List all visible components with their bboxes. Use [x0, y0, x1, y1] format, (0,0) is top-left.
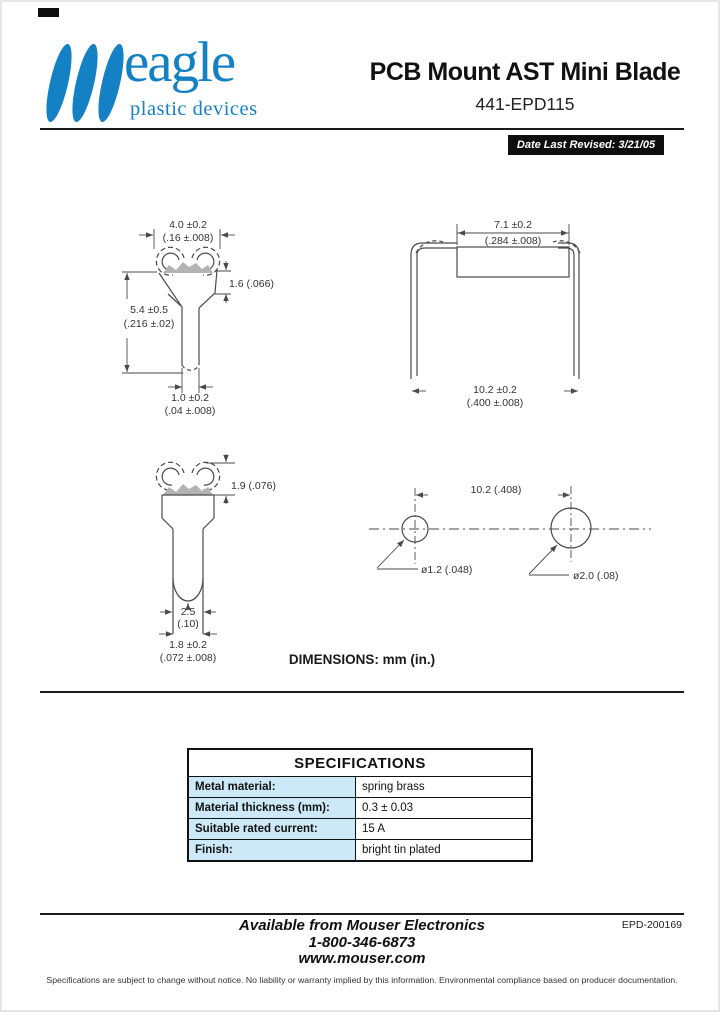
dim-mounted-width-mm: 7.1 ±0.2 — [494, 219, 532, 231]
footer-disclaimer: Specifications are subject to change wit… — [46, 975, 678, 985]
table-row: Finish: bright tin plated — [187, 839, 533, 862]
spec-label: Material thickness (mm): — [187, 797, 356, 819]
dim-mounted-span-in: (.400 ±.008) — [467, 397, 524, 409]
dim-mounted-width-in: (.284 ±.008) — [485, 235, 542, 247]
drawing-front-view: 4.0 ±0.2 (.16 ±.008) 1.6 (.066) 5.4 ±0.5… — [122, 219, 274, 417]
table-row: Metal material: spring brass — [187, 776, 533, 798]
technical-drawings: 4.0 ±0.2 (.16 ±.008) 1.6 (.066) 5.4 ±0.5… — [122, 219, 651, 664]
spec-value: 15 A — [355, 818, 533, 840]
footer-divider — [40, 913, 684, 915]
dim-side-notch-in: (.10) — [177, 618, 199, 630]
eagle-logo-stripes-icon — [46, 43, 124, 123]
dim-mounted-span-mm: 10.2 ±0.2 — [473, 384, 517, 396]
dim-hole-large: ø2.0 (.08) — [573, 570, 619, 582]
spec-label: Metal material: — [187, 776, 356, 798]
dimensions-note: DIMENSIONS: mm (in.) — [288, 652, 436, 667]
spec-value: bright tin plated — [355, 839, 533, 862]
dim-front-width-top-mm: 4.0 ±0.2 — [169, 219, 207, 231]
document-number: EPD-200169 — [621, 919, 682, 931]
brand-tagline: plastic devices — [130, 98, 258, 120]
table-row: Suitable rated current: 15 A — [187, 818, 533, 840]
drawing-hole-pattern: 10.2 (.408) ø1.2 (.048) ø2.0 (.08) — [369, 484, 651, 582]
dim-front-height-mm: 5.4 ±0.5 — [130, 304, 168, 316]
dim-front-width-bottom-in: (.04 ±.008) — [165, 405, 216, 417]
footer-phone: 1-800-346-6873 — [308, 934, 416, 951]
spec-label: Finish: — [187, 839, 356, 862]
part-number: 441-EPD115 — [475, 94, 575, 114]
scan-artifact — [38, 8, 59, 17]
dim-hole-spacing: 10.2 (.408) — [471, 484, 522, 496]
dim-side-notch-mm: 2.5 — [181, 606, 196, 618]
dim-hole-small: ø1.2 (.048) — [421, 564, 472, 576]
page-title: PCB Mount AST Mini Blade — [369, 58, 681, 86]
drawing-mounted-view: 7.1 ±0.2 (.284 ±.008) 10.2 ±0.2 (.400 ±.… — [410, 219, 581, 409]
dim-front-width-bottom-mm: 1.0 ±0.2 — [171, 392, 209, 404]
header-divider — [40, 128, 684, 130]
brand-name: eagle — [124, 31, 236, 94]
date-revised-badge: Date Last Revised: 3/21/05 — [508, 135, 664, 155]
section-divider — [40, 691, 684, 693]
dim-front-height-in: (.216 ±.02) — [124, 318, 175, 330]
footer-availability: Available from Mouser Electronics — [239, 917, 485, 934]
table-header-row: SPECIFICATIONS — [187, 748, 533, 777]
drawing-side-view: 2.5 (.10) 1.8 ±0.2 (.072 ±.008) 1.9 (.07… — [155, 454, 276, 664]
spec-value: spring brass — [355, 776, 533, 798]
footer-website: www.mouser.com — [298, 950, 426, 967]
dim-front-width-top-in: (.16 ±.008) — [163, 232, 214, 244]
specifications-title: SPECIFICATIONS — [187, 748, 533, 777]
spec-label: Suitable rated current: — [187, 818, 356, 840]
dim-side-ear: 1.9 (.076) — [231, 480, 276, 492]
table-row: Material thickness (mm): 0.3 ± 0.03 — [187, 797, 533, 819]
spec-value: 0.3 ± 0.03 — [355, 797, 533, 819]
dim-side-width-bottom-in: (.072 ±.008) — [160, 652, 217, 664]
specifications-table: SPECIFICATIONS Metal material: spring br… — [187, 748, 533, 862]
dim-side-width-bottom-mm: 1.8 ±0.2 — [169, 639, 207, 651]
dim-front-step-right: 1.6 (.066) — [229, 278, 274, 290]
